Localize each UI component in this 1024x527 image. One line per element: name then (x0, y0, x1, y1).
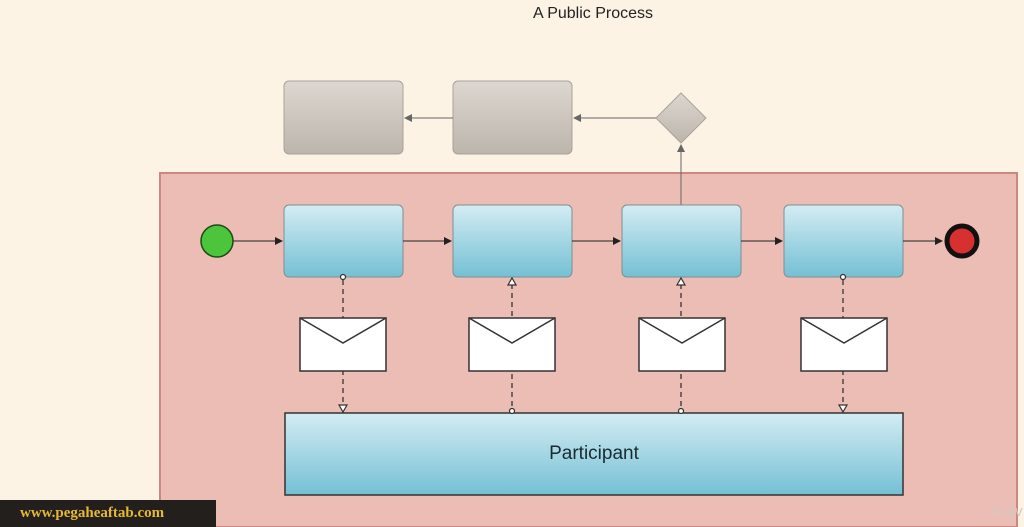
message-target-2 (506, 276, 518, 286)
task-2[interactable] (452, 204, 573, 278)
message-source-4 (839, 273, 847, 281)
gateway[interactable] (655, 92, 707, 144)
message-source-1 (339, 273, 347, 281)
envelope-icon (638, 317, 726, 372)
task-3[interactable] (621, 204, 742, 278)
diagram-title: A Public Process (532, 5, 654, 22)
envelope-icon (468, 317, 556, 372)
message-source-3 (677, 407, 685, 415)
message-target-3 (675, 276, 687, 286)
message-source-2 (508, 407, 516, 415)
private-task-2[interactable] (452, 80, 573, 155)
envelope-icon (800, 317, 888, 372)
message-target-4 (837, 404, 849, 414)
end-event[interactable] (944, 223, 980, 259)
task-4[interactable] (783, 204, 904, 278)
envelope-icon (299, 317, 387, 372)
task-1[interactable] (283, 204, 404, 278)
participant-pool[interactable] (284, 412, 904, 496)
participant-label: Participant (549, 443, 639, 464)
watermark: www.pegaheaftab.com (0, 500, 216, 527)
message-target-1 (337, 404, 349, 414)
private-task-1[interactable] (283, 80, 404, 155)
start-event[interactable] (200, 224, 234, 258)
activation-text: Activ (990, 503, 1023, 520)
